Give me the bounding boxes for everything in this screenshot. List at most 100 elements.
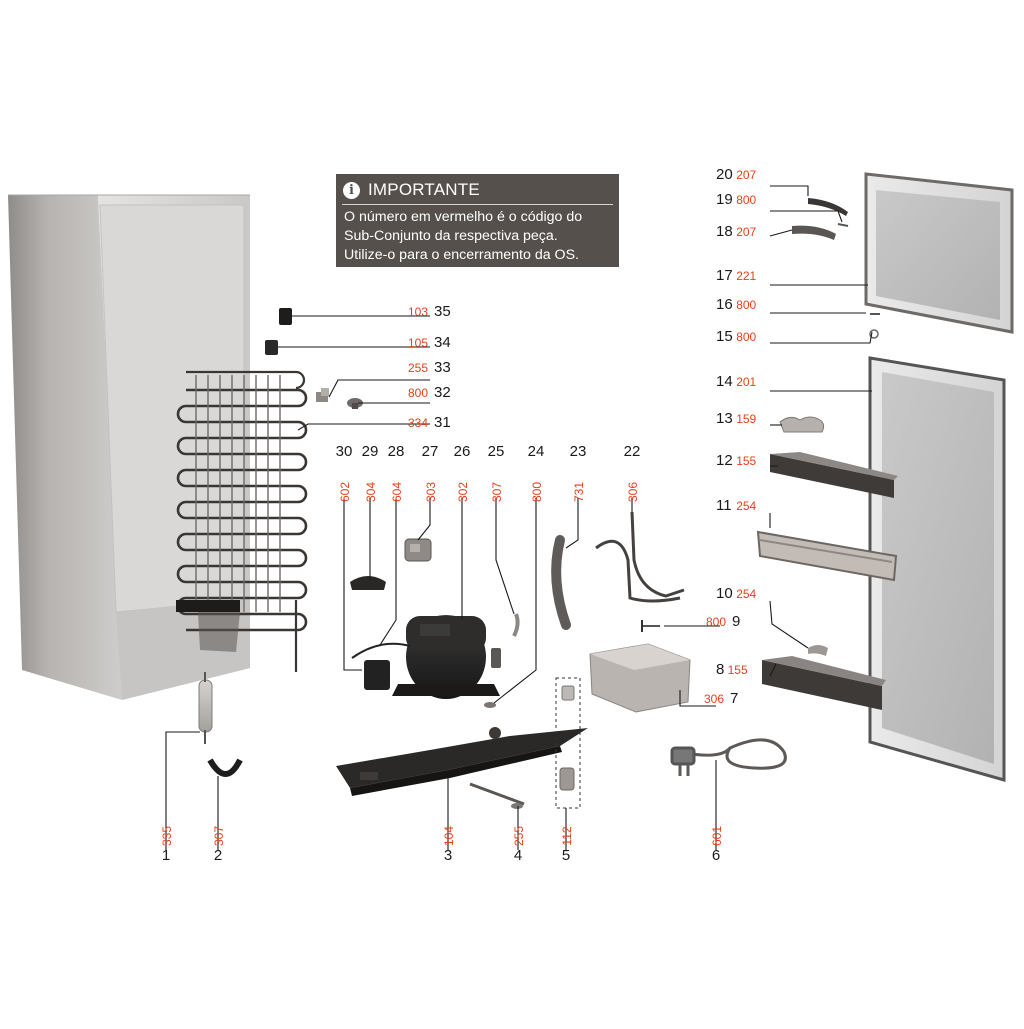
condenser-shadow (198, 612, 240, 652)
part-number-29: 29 (362, 443, 379, 460)
subassembly-code-26: 302 (456, 482, 470, 502)
subassembly-code-17: 221 (736, 269, 756, 283)
part-12-shelf (770, 452, 898, 498)
subassembly-code-25: 307 (490, 482, 504, 502)
subassembly-code-22: 306 (626, 482, 640, 502)
subassembly-code-6: 601 (710, 826, 724, 846)
part-number-31: 31 (434, 414, 451, 431)
subassembly-code-15: 800 (736, 330, 756, 344)
part-23-hose (551, 535, 571, 630)
refrigerator-cabinet (8, 194, 250, 700)
part-number-5: 5 (562, 847, 570, 864)
part-30-relay (364, 660, 390, 690)
part-26-compressor (392, 615, 500, 699)
important-notice: i IMPORTANTE O número em vermelho é o có… (336, 174, 619, 267)
part-18-handle (792, 225, 836, 240)
part-11-shelf (756, 530, 898, 582)
leader-lines (165, 185, 873, 850)
subassembly-code-3: 104 (442, 826, 456, 846)
part-number-14: 14 (716, 373, 733, 390)
part-number-35: 35 (434, 303, 451, 320)
part-9-screw (641, 620, 660, 632)
part-10-latch (808, 645, 828, 656)
part-5-feet (555, 677, 581, 809)
part-number-23: 23 (570, 443, 587, 460)
subassembly-code-14: 201 (736, 375, 756, 389)
part-27-overload (404, 538, 432, 562)
part-4-bracket (469, 782, 525, 806)
condenser-wires (195, 375, 281, 612)
part-28-cable (351, 642, 411, 659)
part-number-32: 32 (434, 384, 451, 401)
part-number-27: 27 (422, 443, 439, 460)
part-19-pin (837, 223, 849, 227)
part-number-15: 15 (716, 328, 733, 345)
part-number-19: 19 (716, 191, 733, 208)
part-25-stub (491, 648, 501, 668)
part-number-22: 22 (624, 443, 641, 460)
subassembly-code-5: 112 (560, 826, 574, 845)
part-7-drip-tray (589, 643, 691, 713)
subassembly-code-35: 103 (408, 305, 428, 319)
notice-line-1: O número em vermelho é o código do (344, 209, 583, 225)
part-25-tube (512, 613, 520, 637)
part-number-33: 33 (434, 359, 451, 376)
subassembly-code-28: 604 (390, 482, 404, 502)
part-number-18: 18 (716, 223, 733, 240)
part-17-freezer-door (864, 172, 1014, 334)
subassembly-code-33: 255 (408, 361, 428, 375)
subassembly-code-19: 800 (736, 193, 756, 207)
part-15-washer (869, 329, 879, 339)
part-number-20: 20 (716, 166, 733, 183)
part-13-egg-tray (779, 416, 825, 433)
part-number-11: 11 (716, 497, 732, 514)
part-number-28: 28 (388, 443, 405, 460)
subassembly-code-2: 307 (212, 826, 226, 846)
part-number-24: 24 (528, 443, 545, 460)
part-32-shape (347, 398, 363, 409)
part-2-tube (207, 758, 243, 777)
part-number-17: 17 (716, 267, 733, 284)
part-number-25: 25 (488, 443, 505, 460)
part-22-tube (595, 511, 685, 603)
part-number-3: 3 (444, 847, 452, 864)
subassembly-code-29: 304 (364, 482, 378, 502)
subassembly-code-16: 800 (736, 298, 756, 312)
subassembly-code-18: 207 (736, 225, 756, 239)
part-24-clip (484, 702, 496, 708)
part-number-1: 1 (162, 847, 170, 864)
part-number-12: 12 (716, 452, 733, 469)
subassembly-code-1: 335 (160, 826, 174, 846)
part-number-6: 6 (712, 847, 720, 864)
part-number-30: 30 (336, 443, 353, 460)
part-number-9: 9 (732, 613, 740, 630)
part-number-16: 16 (716, 296, 733, 313)
part-number-34: 34 (434, 334, 451, 351)
subassembly-code-32: 800 (408, 386, 428, 400)
part-number-26: 26 (454, 443, 471, 460)
part-14-fridge-door (868, 356, 1006, 782)
part-number-10: 10 (716, 585, 733, 602)
part-34-shape (265, 340, 278, 355)
notice-line-2: Sub-Conjunto da respectiva peça. (344, 228, 558, 244)
part-number-7: 7 (730, 690, 738, 707)
part-number-2: 2 (214, 847, 222, 864)
subassembly-code-30: 602 (338, 482, 352, 502)
subassembly-code-4: 255 (512, 826, 526, 846)
part-20-handle (808, 198, 848, 216)
subassembly-code-27: 303 (424, 482, 438, 502)
part-6-power-cord (670, 738, 787, 776)
subassembly-code-20: 207 (736, 168, 756, 182)
subassembly-code-34: 105 (408, 336, 428, 350)
part-1-dryer-filter (198, 672, 213, 744)
part-number-4: 4 (514, 847, 522, 864)
notice-body: O número em vermelho é o código do Sub-C… (344, 208, 582, 265)
subassembly-code-10: 254 (736, 587, 756, 601)
subassembly-code-13: 159 (736, 412, 756, 426)
subassembly-code-7: 306 (704, 692, 724, 706)
part-29-cover (350, 576, 386, 590)
part-33-shape (316, 388, 329, 402)
